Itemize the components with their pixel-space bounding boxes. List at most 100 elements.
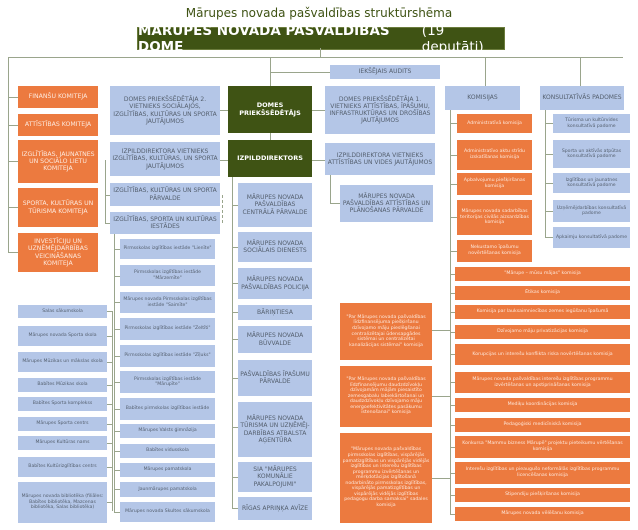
connector-line <box>432 478 450 479</box>
agency-item-label: MĀRUPES NOVADA PAŠVALDĪBAS CENTRĀLĀ PĀRV… <box>242 194 308 216</box>
connector-line <box>450 447 457 448</box>
commission-wide-item: Ētikas komisija <box>455 286 630 300</box>
culture-sport-item-label: Babītes Mūzikas skola <box>37 382 88 388</box>
executive-director-label: IZPILDDIREKTORS <box>237 153 303 162</box>
commission-item: Administratīvo aktu strīdu izskatīšanas … <box>457 140 532 170</box>
agency-item-label: MĀRUPES NOVADA SOCIĀLAIS DIENESTS <box>243 239 307 254</box>
school-item-label: Mārupes novada Pirmsskolas izglītības ie… <box>123 297 212 308</box>
agency-item: MĀRUPES NOVADA SOCIĀLAIS DIENESTS <box>238 232 312 262</box>
culture-sport-item-label: Salas sākumskola <box>42 308 83 314</box>
connector-line <box>450 473 457 474</box>
school-item: Babītes pirmskolas izglītības iestāde <box>120 398 215 420</box>
school-item-label: Jaunmārupes pamatskola <box>138 486 197 492</box>
connector-line <box>545 183 553 184</box>
culture-sport-item: Mārupes novada Sporta skola <box>18 326 107 346</box>
deputy-chair-1: DOMES PRIEKŠSĒDĒTĀJA 1. VIETNIEKS ATTĪST… <box>325 86 435 134</box>
committee: SPORTA, KULTŪRAS UN TŪRISMA KOMITEJA <box>18 188 98 227</box>
chart-title: Mārupes novada pašvaldības struktūrshēma <box>185 6 453 20</box>
councils-header: KONSULTATĪVĀS PADOMES <box>540 86 624 110</box>
school-item: Jaunmārupes pamatskola <box>120 482 215 497</box>
connector-line <box>450 514 457 515</box>
connector-line <box>432 396 450 397</box>
connector-line <box>450 332 457 333</box>
commission-item-label: Mārupes novada sadarbības teritorijas ci… <box>460 209 529 226</box>
connector-line <box>312 110 325 111</box>
council-item-label: Apkaimju konsultatīvā padome <box>555 234 628 240</box>
connector-line <box>114 329 120 330</box>
culture-sport-item-label: Mārupes novada bibliotēka (filiāles: Bab… <box>21 494 104 511</box>
culture-sport-item-label: Mārupes Kultūras nams <box>35 440 90 446</box>
commission-item-label: Administratīvo aktu strīdu izskatīšanas … <box>464 149 525 160</box>
committee-label: FINANŠU KOMITEJA <box>28 93 88 101</box>
culture-sport-item: Mārupes Sporta centrs <box>18 417 107 431</box>
connector-line <box>107 336 112 337</box>
connector-line <box>450 217 457 218</box>
school-item: Pirmsskolas izglītības iestāde "Mārupīte… <box>120 371 215 393</box>
school-item: Babītes vidusskola <box>120 444 215 458</box>
committee-label: SPORTA, KULTŪRAS UN TŪRISMA KOMITEJA <box>22 200 94 215</box>
agency-item-label: MĀRUPES NOVADA PAŠVALDĪBAS POLICIJA <box>241 276 309 291</box>
exec-deputy-education: IZPILDDIREKTORA VIETNIEKS IZGLĪTĪBAS, KU… <box>110 142 220 176</box>
connector-line <box>114 276 120 277</box>
councils-header-label: KONSULTATĪVĀS PADOMES <box>542 94 622 102</box>
council-item-label: Uzņēmējdarbības konsultatīvā padome <box>556 205 627 216</box>
school-item-label: Babītes pirmskolas izglītības iestāde <box>125 406 210 412</box>
connector-line <box>232 477 238 478</box>
connector-line <box>545 211 553 212</box>
agency-item: SIA "MĀRUPES KOMUNĀLIE PAKALPOJUMI" <box>238 462 312 492</box>
connector-line <box>114 451 120 452</box>
connector-line <box>232 177 233 508</box>
dotted-connector <box>222 195 223 223</box>
culture-sport-item: Babītes Sporta komplekss <box>18 397 107 411</box>
commission-wide-item: Dzīvojamo māju privatizācijas komisija <box>455 325 630 339</box>
agency-item: MĀRUPES NOVADA PAŠVALDĪBAS POLICIJA <box>238 268 312 299</box>
commission-item: Nekustamo īpašumu novērtēšanas komisija <box>457 240 532 262</box>
school-item: Pirmsskolas izglītības iestāde "Lienīte" <box>120 239 215 259</box>
connector-line <box>114 356 120 357</box>
commission-wide-item-label: Mediķu koordinācijas komisija <box>507 402 578 408</box>
school-item: Pirmsskolas izglītības iestāde "Zeltīti" <box>120 318 215 340</box>
connector-line <box>450 251 457 252</box>
school-item: Mārupes Valsts ģimnāzija <box>120 424 215 438</box>
connector-line <box>107 385 112 386</box>
school-item: Mārupes novada Skultes sākumskola <box>120 502 215 522</box>
internal-audit-label: IEKŠĒJAIS AUDITS <box>358 68 412 76</box>
commission-wide-item-label: Komisija par lauksaimniecības zemes iegū… <box>476 309 609 315</box>
connector-line <box>432 330 450 331</box>
agency-item: MĀRUPES NOVADA BŪVVALDE <box>238 326 312 353</box>
school-item-label: Mārupes Valsts ģimnāzija <box>138 428 197 434</box>
commission-long-item: "Par Mārupes novada pašvaldības līdzfina… <box>340 303 432 360</box>
commission-long-item-label: "Mārupes novada pašvaldības pirmsskolas … <box>342 447 430 508</box>
connector-line <box>270 57 271 86</box>
committee-label: ATTĪSTĪBAS KOMITEJA <box>24 121 92 129</box>
committee: ATTĪSTĪBAS KOMITEJA <box>18 114 98 136</box>
council-deputies: (19 deputāti) <box>421 22 484 55</box>
connector-line <box>107 311 112 312</box>
commission-wide-item: Mediķu koordinācijas komisija <box>455 398 630 412</box>
culture-sport-item-label: Babītes Sporta komplekss <box>32 401 93 407</box>
commission-wide-item-label: Mārupes novada vēlēšanu komisija <box>501 511 584 517</box>
committee-label: INVESTĪCIJU UN UZŅĒMĒJDARBĪBAS VEICINĀŠA… <box>28 237 88 267</box>
agency-item-label: SIA "MĀRUPES KOMUNĀLIE PAKALPOJUMI" <box>253 466 297 488</box>
commissions-header-label: KOMISIJAS <box>467 94 498 102</box>
commission-long-item: "Mārupes novada pašvaldības pirmsskolas … <box>340 433 432 523</box>
connector-line <box>107 362 112 363</box>
connector-line <box>107 404 112 405</box>
connector-line <box>232 427 238 428</box>
education-administration-label: IZGLĪTĪBAS, KULTŪRAS UN SPORTA PĀRVALDE <box>113 187 217 202</box>
deputy-chair-1-label: DOMES PRIEKŠSĒDĒTĀJA 1. VIETNIEKS ATTĪST… <box>329 95 431 125</box>
exec-deputy-development: IZPILDDIREKTORA VIETNIEKS ATTĪSTĪBAS UN … <box>325 143 435 175</box>
connector-line <box>107 443 112 444</box>
council-item-label: Izglītības un jaunatnes konsultatīvā pad… <box>565 177 618 188</box>
commission-wide-item-label: "Mārupe – mūsu mājas" komisija <box>504 271 581 277</box>
connector-line <box>112 311 113 511</box>
culture-sport-item: Salas sākumskola <box>18 305 107 318</box>
committee: IZGLĪTĪBAS, JAUNATNES UN SOCIĀLO LIETU K… <box>18 140 98 183</box>
commissions-header: KOMISIJAS <box>445 86 520 110</box>
culture-sport-item: Mārupes Mūzikas un mākslas skola <box>18 352 107 372</box>
connector-line <box>545 154 553 155</box>
commission-wide-item-label: Interešu izglītības un pieaugušo neformā… <box>465 467 620 478</box>
connector-line <box>450 155 457 156</box>
connector-line <box>114 409 120 410</box>
agency-item: MĀRUPES NOVADA PAŠVALDĪBAS CENTRĀLĀ PĀRV… <box>238 183 312 227</box>
